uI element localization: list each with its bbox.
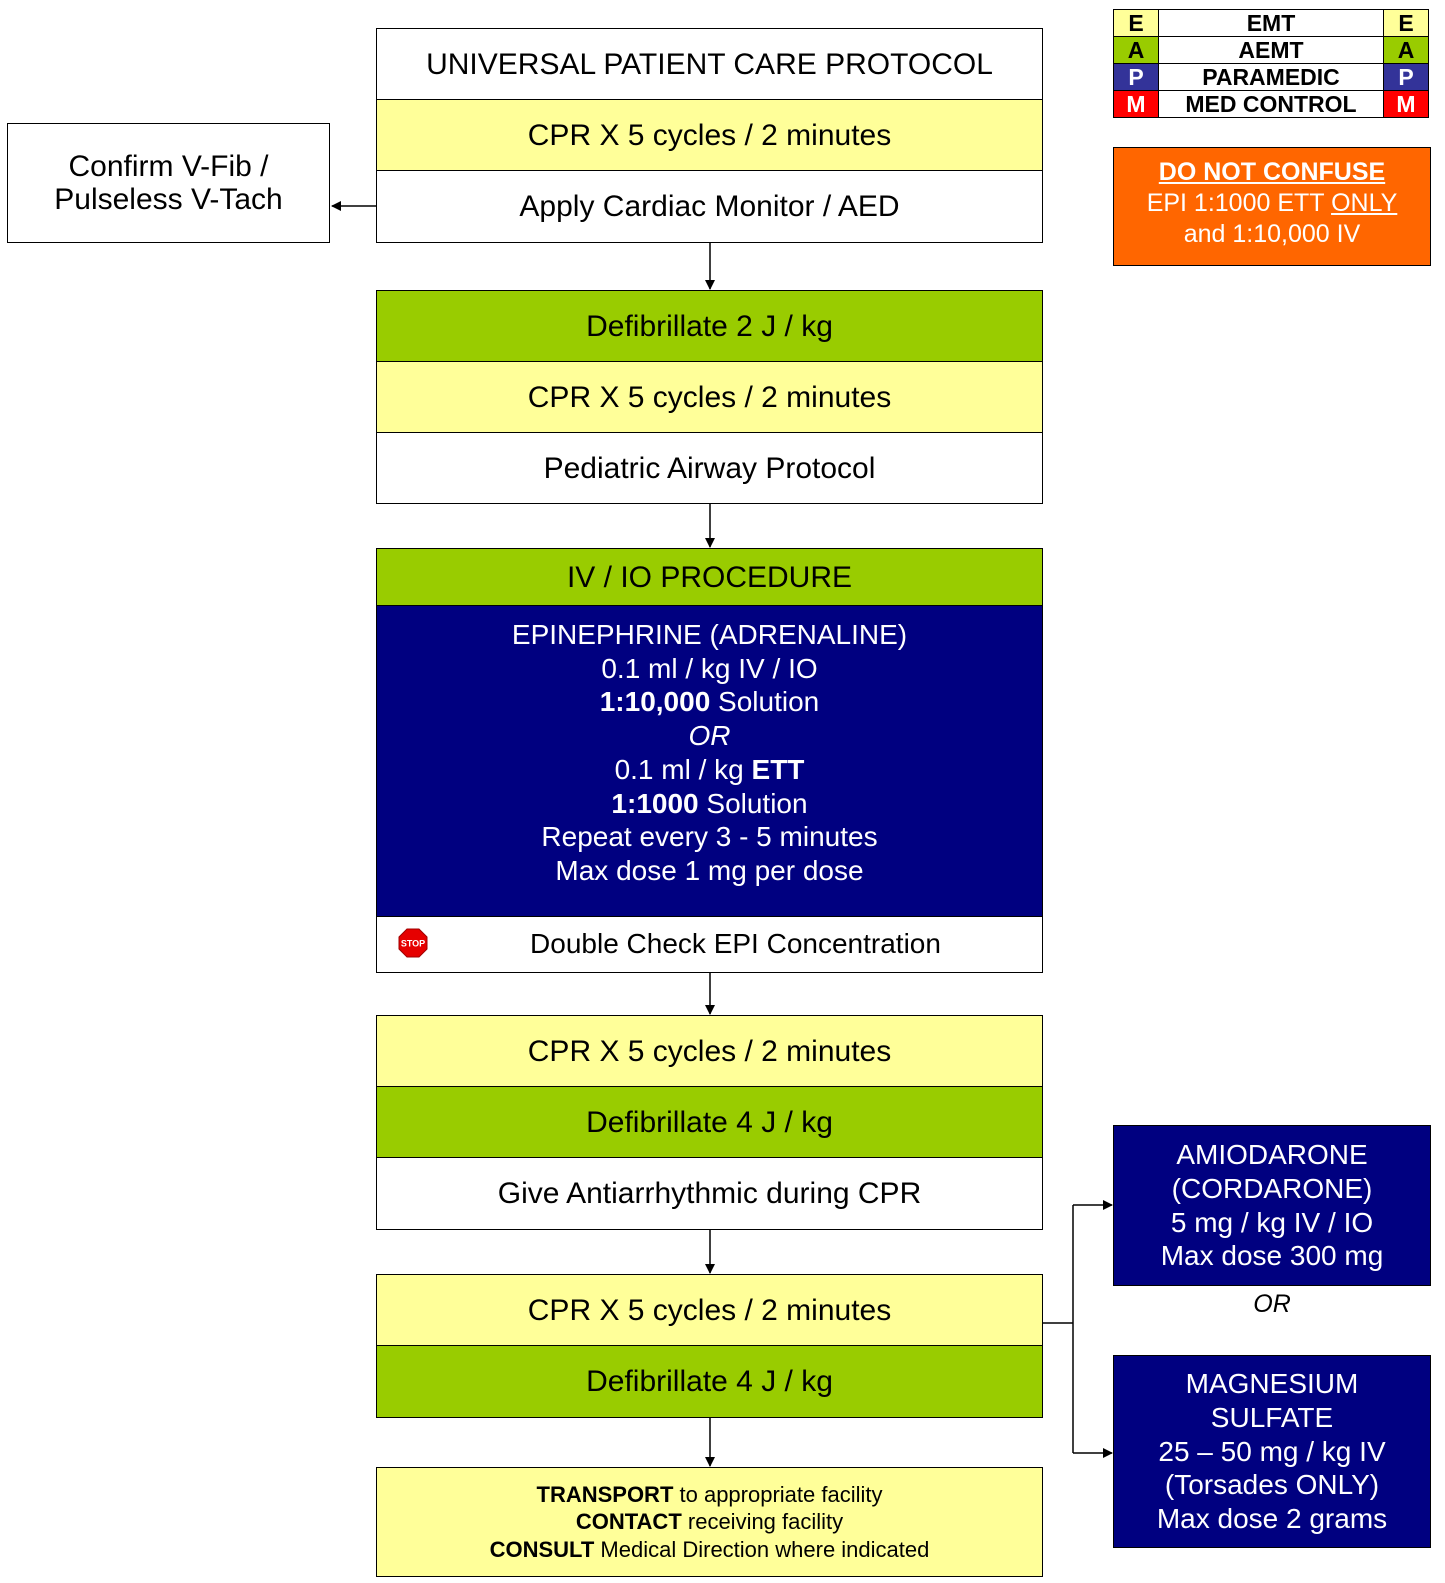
legend-row: M MED CONTROL M — [1113, 90, 1429, 118]
mag-line: (Torsades ONLY) — [1164, 1469, 1380, 1501]
epi-ett-label: ETT — [751, 753, 805, 785]
mag-line: MAGNESIUM — [1185, 1368, 1359, 1400]
epi-solution-text: Solution — [698, 787, 808, 819]
universal-protocol-box: UNIVERSAL PATIENT CARE PROTOCOL — [376, 28, 1043, 100]
epi-line-5: 0.1 ml / kg ETT — [615, 753, 805, 787]
legend-code-right: A — [1383, 36, 1429, 64]
defibrillate-box-3: Defibrillate 4 J / kg — [376, 1345, 1043, 1418]
epi-line-6: 1:1000 Solution — [611, 787, 807, 821]
warning-title: DO NOT CONFUSE — [1158, 158, 1386, 186]
amiodarone-box: AMIODARONE (CORDARONE) 5 mg / kg IV / IO… — [1113, 1125, 1431, 1286]
confirm-line-2: Pulseless V-Tach — [54, 183, 283, 216]
warning-line-1-text: EPI 1:1000 ETT — [1146, 189, 1332, 217]
confirm-line-1: Confirm V-Fib / — [68, 150, 269, 183]
legend-label: EMT — [1158, 9, 1384, 37]
amio-line: Max dose 300 mg — [1160, 1240, 1384, 1272]
amio-line: AMIODARONE — [1176, 1139, 1368, 1171]
epi-line-2: 0.1 ml / kg IV / IO — [601, 652, 818, 684]
cpr-box-1: CPR X 5 cycles / 2 minutes — [376, 99, 1043, 171]
consult-line: CONSULT Medical Direction where indicate… — [490, 1536, 930, 1564]
cpr-box-3: CPR X 5 cycles / 2 minutes — [376, 1015, 1043, 1087]
legend-code-right: P — [1383, 63, 1429, 91]
pediatric-airway-box: Pediatric Airway Protocol — [376, 432, 1043, 504]
cardiac-monitor-box: Apply Cardiac Monitor / AED — [376, 170, 1043, 243]
double-check-box: Double Check EPI Concentration — [376, 916, 1043, 973]
legend-row: E EMT E — [1113, 9, 1429, 37]
drug-or-label: OR — [1253, 1290, 1291, 1318]
do-not-confuse-warning: DO NOT CONFUSE EPI 1:1000 ETT ONLY and 1… — [1113, 147, 1431, 266]
contact-text: receiving facility — [681, 1509, 844, 1535]
amio-line: (CORDARONE) — [1171, 1172, 1373, 1204]
legend-code-left: P — [1113, 63, 1159, 91]
antiarrhythmic-box: Give Antiarrhythmic during CPR — [376, 1157, 1043, 1230]
legend-label: AEMT — [1158, 36, 1384, 64]
contact-line: CONTACT receiving facility — [576, 1508, 843, 1536]
defibrillate-box-2: Defibrillate 4 J / kg — [376, 1086, 1043, 1158]
legend-code-left: E — [1113, 9, 1159, 37]
transport-box: TRANSPORT to appropriate facility CONTAC… — [376, 1467, 1043, 1577]
stop-sign-text: STOP — [401, 939, 425, 949]
epi-ett-dose: 0.1 ml / kg — [614, 753, 752, 785]
transport-text: to appropriate facility — [673, 1481, 883, 1507]
mag-line: SULFATE — [1210, 1401, 1334, 1433]
stop-sign-icon: STOP — [398, 928, 428, 958]
contact-label: CONTACT — [575, 1509, 682, 1535]
legend-label: PARAMEDIC — [1158, 63, 1384, 91]
consult-text: Medical Direction where indicated — [594, 1536, 930, 1562]
epinephrine-box: EPINEPHRINE (ADRENALINE) 0.1 ml / kg IV … — [376, 605, 1043, 917]
consult-label: CONSULT — [489, 1536, 595, 1562]
epi-line-1: EPINEPHRINE (ADRENALINE) — [511, 619, 908, 650]
magnesium-box: MAGNESIUM SULFATE 25 – 50 mg / kg IV (To… — [1113, 1355, 1431, 1548]
epi-line-8: Max dose 1 mg per dose — [555, 854, 864, 886]
cpr-box-2: CPR X 5 cycles / 2 minutes — [376, 361, 1043, 433]
legend-code-left: M — [1113, 90, 1159, 118]
epi-concentration-ett: 1:1000 — [611, 787, 699, 819]
epi-concentration-iv: 1:10,000 — [599, 686, 711, 718]
transport-line: TRANSPORT to appropriate facility — [537, 1481, 883, 1509]
mag-line: 25 – 50 mg / kg IV — [1158, 1435, 1386, 1467]
epi-line-7: Repeat every 3 - 5 minutes — [541, 821, 878, 853]
legend-code-right: M — [1383, 90, 1429, 118]
epi-or: OR — [688, 720, 731, 752]
legend-row: A AEMT A — [1113, 36, 1429, 64]
warning-only-emphasis: ONLY — [1331, 189, 1398, 217]
transport-label: TRANSPORT — [536, 1481, 674, 1507]
cpr-box-4: CPR X 5 cycles / 2 minutes — [376, 1274, 1043, 1346]
confirm-vfib-box: Confirm V-Fib / Pulseless V-Tach — [7, 123, 330, 243]
epi-line-3: 1:10,000 Solution — [600, 685, 820, 719]
provider-level-legend: E EMT E A AEMT A P PARAMEDIC P M MED CON… — [1113, 9, 1429, 118]
iv-io-procedure-box: IV / IO PROCEDURE — [376, 548, 1043, 606]
legend-code-left: A — [1113, 36, 1159, 64]
legend-code-right: E — [1383, 9, 1429, 37]
warning-line-1: EPI 1:1000 ETT ONLY — [1114, 188, 1430, 219]
amio-line: 5 mg / kg IV / IO — [1170, 1206, 1374, 1238]
mag-line: Max dose 2 grams — [1156, 1503, 1388, 1535]
legend-row: P PARAMEDIC P — [1113, 63, 1429, 91]
warning-line-2: and 1:10,000 IV — [1183, 220, 1361, 248]
defibrillate-box-1: Defibrillate 2 J / kg — [376, 290, 1043, 362]
legend-label: MED CONTROL — [1158, 90, 1384, 118]
epi-solution-text: Solution — [710, 686, 820, 718]
